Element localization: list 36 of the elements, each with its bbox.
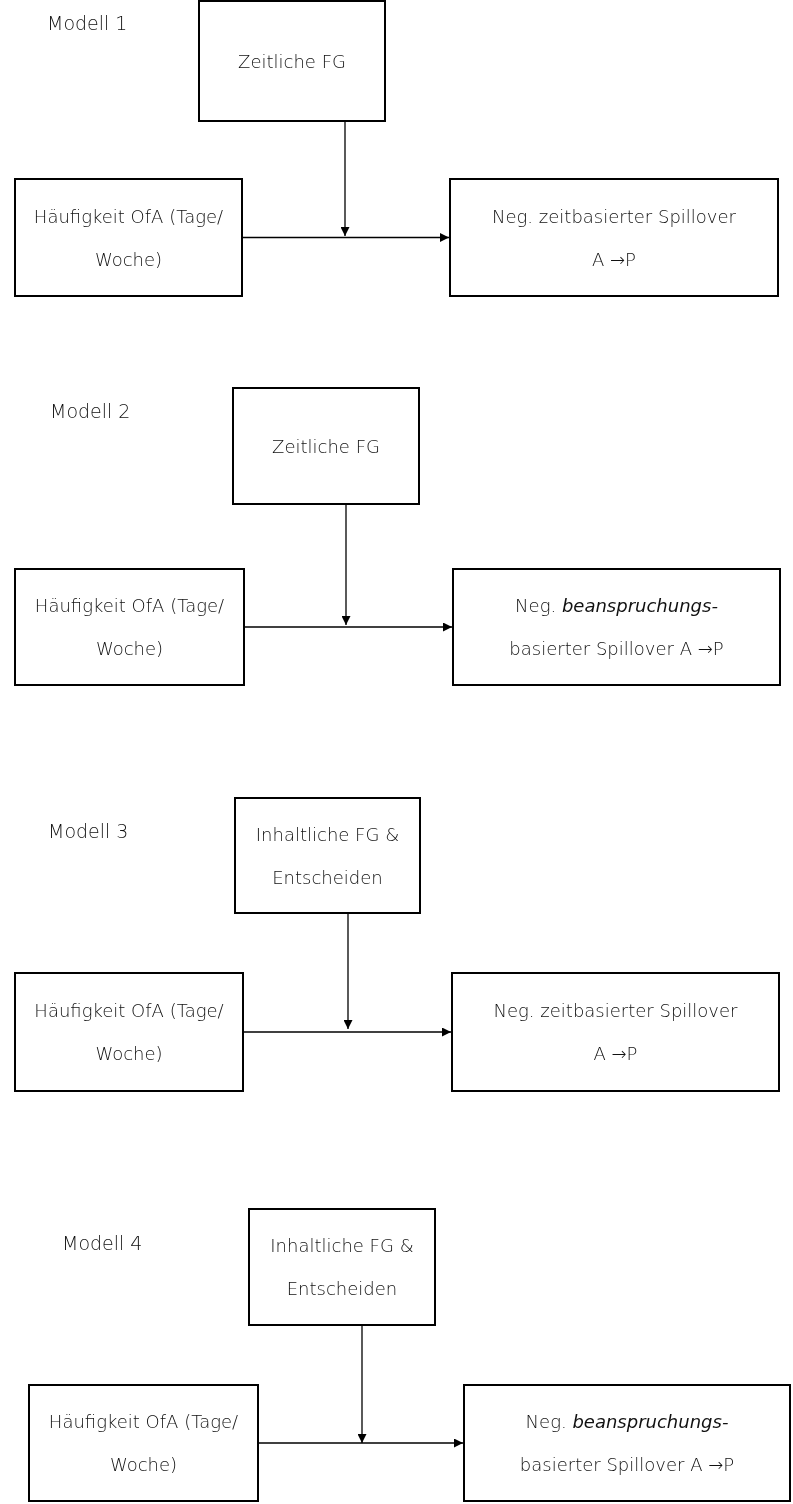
arrow <box>340 121 350 237</box>
variable-box <box>234 797 421 914</box>
model-heading: Modell 4 <box>62 1232 143 1254</box>
variable-box <box>198 0 386 122</box>
arrow <box>341 504 351 626</box>
variable-box <box>248 1208 436 1326</box>
variable-label: Inhaltliche FG & Entscheiden <box>254 822 401 890</box>
variable-box <box>463 1384 791 1502</box>
variable-label: Neg. beanspruchungs- basierter Spillover A →P <box>508 594 725 661</box>
variable-label: Häufigkeit OfA (Tage/ Woche) <box>33 999 225 1066</box>
variable-label: Zeitliche FG <box>238 49 346 74</box>
variable-label: Neg. zeitbasierter Spillover A →P <box>491 204 737 272</box>
model-heading: Modell 2 <box>50 400 131 422</box>
variable-box <box>449 178 779 297</box>
variable-box <box>451 972 780 1092</box>
arrow <box>243 1027 452 1037</box>
variable-label: Häufigkeit OfA (Tage/ Woche) <box>47 1410 240 1477</box>
variable-label: Inhaltliche FG & Entscheiden <box>269 1234 415 1301</box>
arrow <box>343 913 353 1030</box>
variable-label: Neg. zeitbasierter Spillover A →P <box>492 999 739 1066</box>
model-heading: Modell 1 <box>47 12 128 34</box>
variable-label: Häufigkeit OfA (Tage/ Woche) <box>32 204 225 272</box>
variable-label: Häufigkeit OfA (Tage/ Woche) <box>33 594 226 661</box>
variable-box <box>14 178 243 297</box>
variable-box <box>14 568 245 686</box>
arrow <box>244 622 453 632</box>
arrow <box>357 1325 367 1444</box>
arrow <box>258 1438 464 1448</box>
variable-box <box>232 387 420 505</box>
variable-label: Neg. beanspruchungs- basierter Spillover A →P <box>518 1410 736 1477</box>
arrow <box>242 233 450 242</box>
model-heading: Modell 3 <box>48 820 129 842</box>
variable-box <box>28 1384 259 1502</box>
variable-box <box>452 568 781 686</box>
variable-box <box>14 972 244 1092</box>
variable-label: Zeitliche FG <box>272 434 380 459</box>
